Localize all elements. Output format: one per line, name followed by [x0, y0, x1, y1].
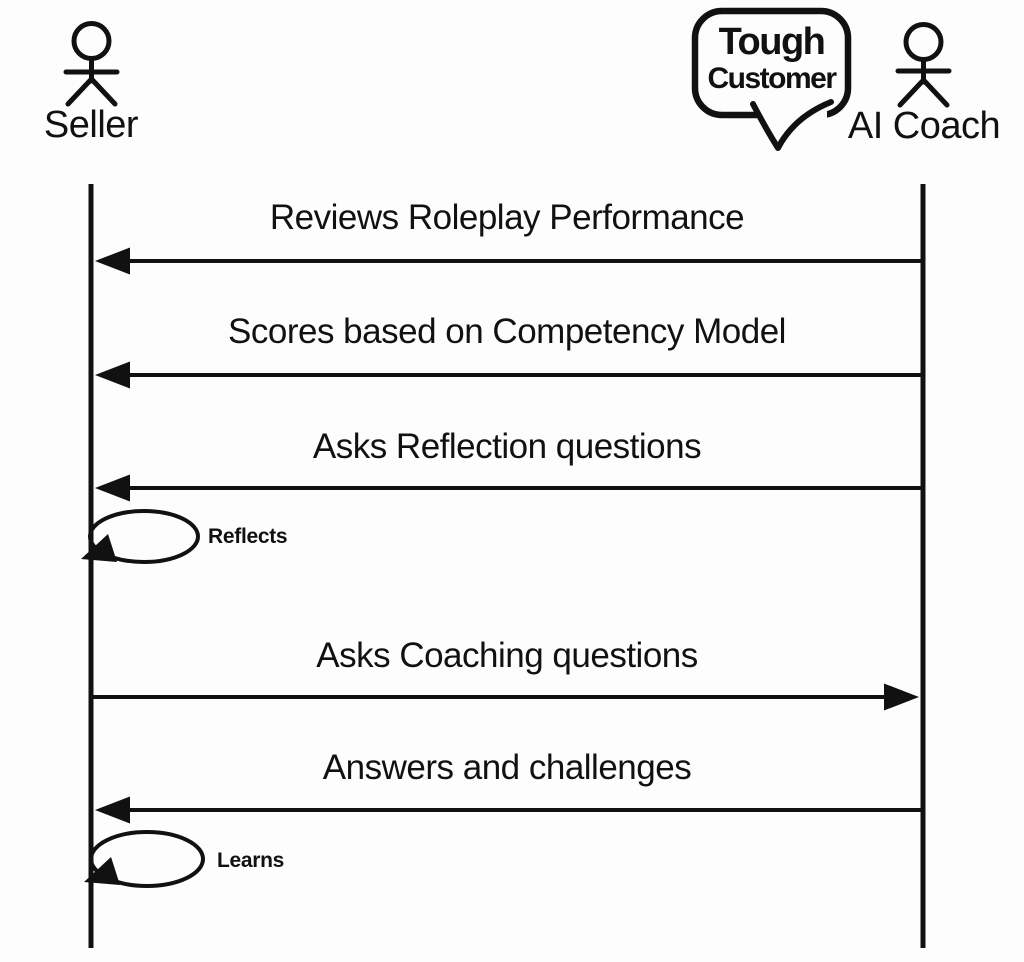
- message-arrow-scores-competency-model: [95, 361, 923, 389]
- message-arrow-answers-and-challenges: [95, 796, 923, 824]
- message-label-scores-competency-model: Scores based on Competency Model: [228, 312, 786, 351]
- speech-bubble-line2: Customer: [707, 62, 837, 95]
- message-label-asks-coaching-questions: Asks Coaching questions: [316, 636, 698, 675]
- tough-customer-speech-bubble: [691, 7, 852, 151]
- message-arrow-asks-reflection-questions: [95, 474, 923, 502]
- self-loop-reflects: [81, 509, 200, 564]
- actor-label-ai-coach: AI Coach: [847, 105, 1001, 147]
- message-label-reviews-roleplay-performance: Reviews Roleplay Performance: [269, 198, 745, 237]
- self-loop-label-learns: Learns: [217, 849, 285, 872]
- ai-coach-actor-icon: [895, 22, 952, 108]
- seller-actor-icon: [63, 21, 120, 107]
- speech-bubble-line1: Tough: [718, 21, 826, 63]
- speech-bubble-tail-icon: [750, 99, 834, 151]
- self-loop-label-reflects: Reflects: [208, 525, 288, 548]
- message-label-asks-reflection-questions: Asks Reflection questions: [312, 427, 702, 466]
- message-label-answers-and-challenges: Answers and challenges: [322, 748, 692, 787]
- actor-label-seller: Seller: [43, 104, 139, 146]
- message-arrow-asks-coaching-questions: [91, 683, 919, 711]
- speech-bubble-text: Tough Customer: [695, 22, 848, 95]
- message-arrow-reviews-roleplay-performance: [95, 247, 923, 275]
- self-loop-learns: [84, 830, 205, 888]
